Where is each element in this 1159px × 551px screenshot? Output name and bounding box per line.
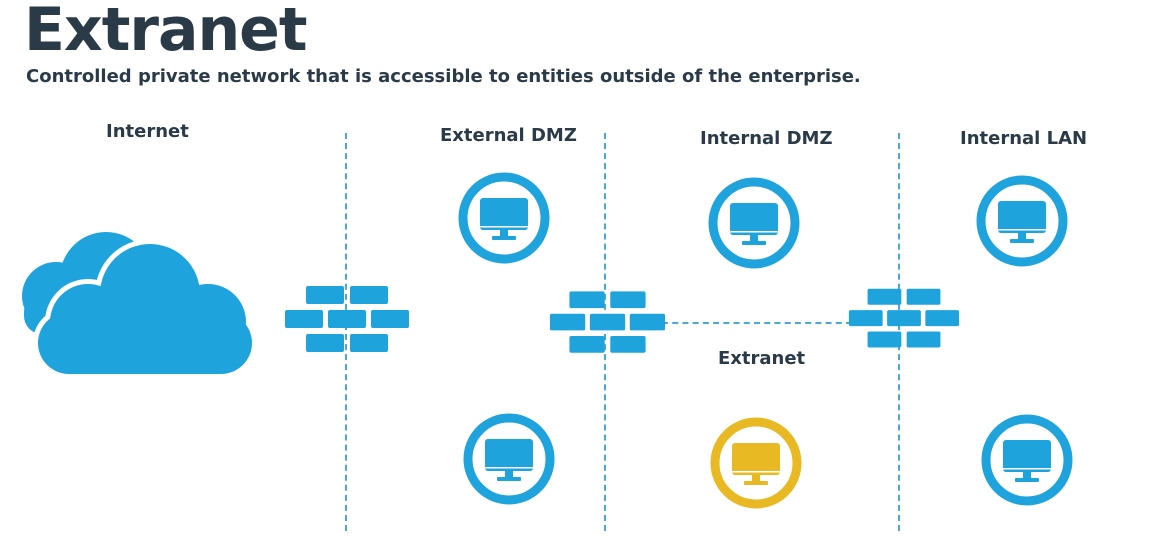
zone-label-external-dmz: External DMZ xyxy=(440,125,577,146)
extranet-computer-icon xyxy=(708,415,804,511)
computer-icon xyxy=(974,173,1070,269)
computer-icon xyxy=(706,175,802,271)
zone-divider-external-internal-dmz xyxy=(604,133,606,531)
zone-label-extranet: Extranet xyxy=(718,348,806,369)
firewall-icon xyxy=(549,289,666,357)
firewall-icon xyxy=(284,285,410,355)
zone-label-internal-dmz: Internal DMZ xyxy=(700,128,833,149)
zone-label-internet: Internet xyxy=(106,121,189,142)
firewall-icon xyxy=(848,286,960,352)
extranet-link-line xyxy=(662,322,852,324)
zone-divider-internet-external-dmz xyxy=(345,133,347,531)
zone-label-internal-lan: Internal LAN xyxy=(960,128,1088,149)
page-title: Extranet xyxy=(24,0,308,65)
cloud-icon xyxy=(18,228,256,378)
computer-icon xyxy=(461,411,557,507)
computer-icon xyxy=(979,412,1075,508)
page-subtitle: Controlled private network that is acces… xyxy=(26,66,861,87)
computer-icon xyxy=(456,170,552,266)
